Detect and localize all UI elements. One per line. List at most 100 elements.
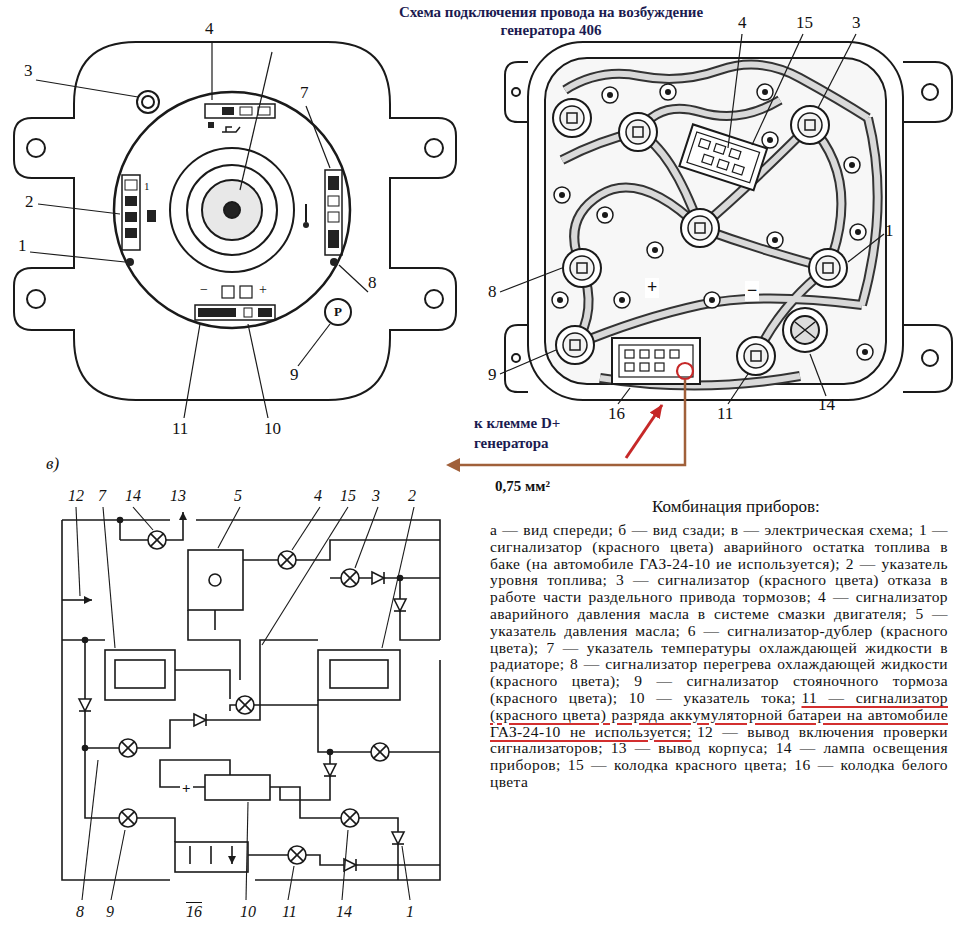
front-view-part bbox=[142, 96, 154, 108]
electrical-schematic-part bbox=[85, 640, 318, 748]
front-view-part bbox=[328, 212, 339, 222]
callout-number: 9 bbox=[488, 366, 497, 385]
back-view-part bbox=[554, 187, 570, 203]
electrical-schematic-part bbox=[190, 846, 232, 864]
back-view-part bbox=[500, 34, 884, 404]
electrical-schematic-part bbox=[119, 809, 137, 827]
back-view-part-part bbox=[500, 268, 562, 292]
back-view-part bbox=[762, 132, 778, 148]
callout-number: 13 bbox=[170, 487, 186, 505]
front-view-part bbox=[328, 196, 339, 206]
diagram-title: Схема подключения провода на возбуждение… bbox=[393, 2, 709, 40]
electrical-schematic-part bbox=[324, 764, 336, 776]
callout-number: 4 bbox=[738, 14, 747, 33]
front-view-part-part bbox=[248, 324, 268, 418]
front-view-part-part bbox=[339, 265, 368, 292]
back-view-part-part bbox=[500, 350, 556, 374]
callout-number: 2 bbox=[25, 193, 34, 212]
callout-number: 16 bbox=[186, 903, 202, 921]
electrical-schematic-part bbox=[105, 650, 175, 700]
back-view-part bbox=[922, 84, 938, 100]
back-view-part bbox=[922, 350, 938, 366]
back-view-part-part bbox=[728, 34, 742, 148]
back-view-part bbox=[505, 62, 528, 122]
back-view-part-part bbox=[752, 34, 803, 145]
front-view-part bbox=[202, 180, 262, 240]
front-view-part-part bbox=[306, 106, 330, 168]
electrical-schematic-part-part bbox=[111, 830, 125, 900]
front-view-part bbox=[328, 176, 339, 190]
back-view-part-part bbox=[848, 234, 884, 262]
polarity-sign: + bbox=[645, 278, 659, 298]
back-view-part bbox=[757, 84, 773, 100]
electrical-schematic-part bbox=[341, 809, 359, 827]
electrical-schematic-part bbox=[194, 714, 206, 726]
front-view-part bbox=[244, 308, 252, 317]
description-text: а — вид спереди; б — вид сзади; в — элек… bbox=[490, 522, 948, 791]
back-view-part bbox=[625, 363, 634, 371]
back-view-part bbox=[625, 350, 634, 358]
front-view-part bbox=[147, 210, 156, 222]
back-view-part bbox=[562, 65, 878, 386]
electrical-schematic-part bbox=[278, 551, 296, 569]
back-view-part bbox=[614, 292, 630, 308]
connection-marking-part bbox=[458, 380, 685, 465]
electrical-schematic-part bbox=[209, 574, 221, 586]
back-view-part bbox=[562, 65, 878, 386]
electrical-schematic-part bbox=[328, 750, 333, 755]
electrical-schematic-part bbox=[188, 550, 243, 610]
electrical-schematic-part bbox=[83, 638, 88, 643]
back-view-part bbox=[556, 326, 594, 364]
callout-number: 15 bbox=[340, 487, 356, 505]
electrical-schematic-part-part bbox=[382, 507, 414, 648]
back-view-part bbox=[767, 232, 783, 248]
callout-number: 8 bbox=[368, 274, 377, 293]
electrical-schematic-part-part bbox=[355, 507, 378, 568]
electrical-schematic-part bbox=[62, 520, 440, 880]
electrical-schematic-part bbox=[392, 832, 404, 844]
back-view-part-part bbox=[618, 388, 630, 404]
callout-number: 12 bbox=[68, 487, 84, 505]
front-view-part bbox=[195, 305, 275, 320]
electrical-schematic-part-part bbox=[218, 507, 240, 548]
front-view-part bbox=[258, 107, 270, 115]
back-view-part bbox=[597, 207, 613, 223]
front-view-part-part bbox=[184, 324, 200, 418]
callout-number: 11 bbox=[172, 420, 188, 439]
back-view-part bbox=[660, 84, 676, 100]
electrical-schematic-part bbox=[400, 578, 440, 640]
front-view-part bbox=[27, 290, 45, 308]
back-view-part-part bbox=[714, 143, 726, 154]
back-view-part-part bbox=[679, 124, 767, 190]
front-view-part bbox=[126, 258, 134, 266]
back-view-part bbox=[512, 88, 520, 96]
back-view-part bbox=[552, 292, 568, 308]
front-view-part bbox=[222, 127, 240, 132]
gauge-symbol: + bbox=[259, 282, 267, 297]
electrical-schematic-part bbox=[76, 507, 414, 900]
back-view-part bbox=[640, 350, 649, 358]
front-view-part-part bbox=[30, 252, 125, 262]
back-view-part bbox=[844, 157, 860, 173]
electrical-schematic-part bbox=[115, 660, 165, 688]
connection-marking-part bbox=[446, 458, 460, 472]
wire-size: 0,75 мм² bbox=[495, 478, 550, 495]
back-view-part bbox=[679, 124, 767, 190]
electrical-schematic-part bbox=[341, 569, 359, 587]
back-view-part bbox=[809, 249, 847, 287]
front-view-part bbox=[14, 42, 456, 400]
front-view-part bbox=[425, 139, 443, 157]
back-view-part-part bbox=[729, 148, 741, 159]
back-view-part-part bbox=[732, 164, 744, 175]
electrical-schematic-part bbox=[85, 748, 175, 842]
callout-number: 15 bbox=[796, 14, 813, 33]
electrical-schematic-part bbox=[118, 518, 123, 523]
front-view-part-part bbox=[240, 52, 272, 190]
front-view-part bbox=[170, 148, 294, 272]
legend-description: 1 — сигнализатор (красного цвета) аварий… bbox=[490, 521, 948, 706]
front-view-part bbox=[125, 180, 137, 190]
front-view-part bbox=[222, 107, 234, 115]
electrical-schematic-part bbox=[236, 696, 254, 714]
electrical-schematic-part bbox=[188, 610, 240, 680]
